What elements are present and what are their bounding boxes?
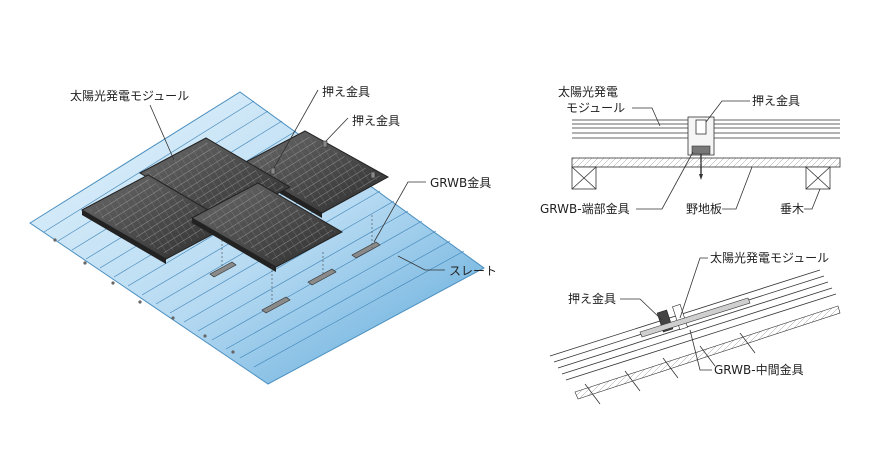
isometric-roof-view: 太陽光発電モジュール 押え金具 押え金具 GRWB金具 スレート <box>29 84 497 385</box>
grwb-rails <box>209 241 381 314</box>
label-middle-fitting: GRWB-中間金具 <box>714 362 804 377</box>
label-grwb: GRWB金具 <box>430 175 491 190</box>
label-detail-clamp: 押え金具 <box>568 291 616 306</box>
label-clamp-2: 押え金具 <box>352 113 400 128</box>
label-section-clamp: 押え金具 <box>752 93 800 108</box>
section-view: 太陽光発電 モジュール 押え金具 GRWB-端部金具 野地板 垂木 <box>540 84 841 216</box>
rafters <box>571 166 831 190</box>
solar-panel-4 <box>190 182 344 272</box>
label-end-fitting: GRWB-端部金具 <box>540 201 630 216</box>
label-slate: スレート <box>449 264 497 278</box>
eave-fasteners <box>53 238 235 354</box>
sheathing-board <box>571 157 841 168</box>
drop-lines <box>221 215 373 303</box>
label-detail-module: 太陽光発電モジュール <box>710 250 829 265</box>
label-section-module-2: モジュール <box>566 101 625 115</box>
label-module: 太陽光発電モジュール <box>70 88 189 103</box>
label-section-module-1: 太陽光発電 <box>558 84 618 99</box>
label-clamp-1: 押え金具 <box>322 84 370 99</box>
clamp-markers <box>270 140 376 179</box>
label-rafter: 垂木 <box>780 202 804 216</box>
section-clamp <box>687 116 715 180</box>
solar-panel-3 <box>80 174 234 264</box>
sloped-detail-view: 太陽光発電モジュール 押え金具 GRWB-中間金具 <box>549 250 841 405</box>
label-sheathing: 野地板 <box>686 202 722 216</box>
